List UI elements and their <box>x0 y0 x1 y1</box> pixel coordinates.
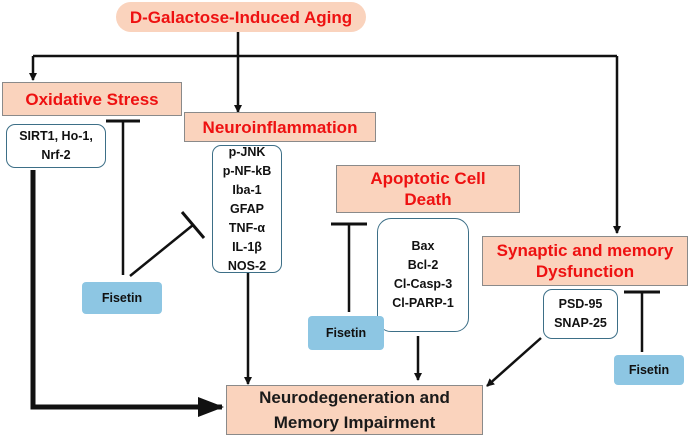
fisetin-label: Fisetin <box>325 326 367 340</box>
neuroinflammation-marker: GFAP <box>229 201 265 216</box>
node-dgalactose-aging-label: D-Galactose-Induced Aging <box>129 7 353 27</box>
fisetin-label: Fisetin <box>101 291 143 305</box>
apoptotic-marker: Bcl-2 <box>407 258 439 272</box>
node-oxidative-stress: Oxidative Stress <box>2 82 182 116</box>
outcome-line: Neurodegeneration and <box>259 388 450 407</box>
node-apoptotic-cell-death: Apoptotic Cell Death <box>336 165 520 213</box>
arrow-oxidative-to-outcome <box>30 170 224 417</box>
neuroinflammation-marker: IL-1β <box>232 239 262 254</box>
node-oxidative-stress-title: Oxidative Stress <box>25 89 159 109</box>
neuroinflammation-marker: Iba-1 <box>232 182 262 197</box>
neuroinflammation-marker: NOS-2 <box>227 258 267 273</box>
apoptotic-marker: Cl-PARP-1 <box>392 296 454 310</box>
fisetin-box-apoptotic: Fisetin <box>308 316 384 350</box>
node-neuroinflammation-title: Neuroinflammation <box>202 117 358 137</box>
synaptic-marker: SNAP-25 <box>554 316 607 330</box>
node-neuroinflammation: Neuroinflammation <box>184 112 376 142</box>
fisetin-box-synaptic: Fisetin <box>614 355 684 385</box>
node-dgalactose-aging: D-Galactose-Induced Aging <box>116 2 366 32</box>
arrow-synaptic-to-outcome <box>486 337 542 387</box>
apoptotic-markers-box: Bax Bcl-2 Cl-Casp-3 Cl-PARP-1 <box>377 218 469 332</box>
neuroinflammation-marker: TNF-α <box>228 220 266 235</box>
neuroinflammation-markers-box: p-JNK p-NF-kB Iba-1 GFAP TNF-α IL-1β NOS… <box>212 145 282 273</box>
apoptotic-marker: Bax <box>411 239 435 253</box>
node-apoptotic-title-line: Death <box>404 190 452 209</box>
apoptotic-marker: Cl-Casp-3 <box>393 277 453 291</box>
neuroinflammation-marker: p-JNK <box>228 144 266 159</box>
synaptic-marker: PSD-95 <box>558 297 603 311</box>
fisetin-box-oxidative: Fisetin <box>82 282 162 314</box>
oxidative-markers-box: SIRT1, Ho-1, Nrf-2 <box>6 124 106 168</box>
node-apoptotic-title-line: Apoptotic Cell <box>370 169 486 188</box>
neuroinflammation-marker: p-NF-kB <box>222 163 272 178</box>
node-neurodegeneration-outcome: Neurodegeneration and Memory Impairment <box>226 385 483 435</box>
node-synaptic-title-line: Dysfunction <box>535 262 635 281</box>
inhibit-neuroinflammation-bar <box>180 211 206 239</box>
oxidative-marker: SIRT1, Ho-1, <box>19 129 93 143</box>
outcome-line: Memory Impairment <box>273 413 436 432</box>
oxidative-marker: Nrf-2 <box>41 148 71 162</box>
inhibit-neuroinflammation-stem <box>129 224 194 277</box>
node-synaptic-title-line: Synaptic and memory <box>496 241 674 260</box>
fisetin-label: Fisetin <box>628 363 670 377</box>
synaptic-markers-box: PSD-95 SNAP-25 <box>543 289 618 339</box>
node-synaptic-memory-dysfunction: Synaptic and memory Dysfunction <box>482 236 688 286</box>
